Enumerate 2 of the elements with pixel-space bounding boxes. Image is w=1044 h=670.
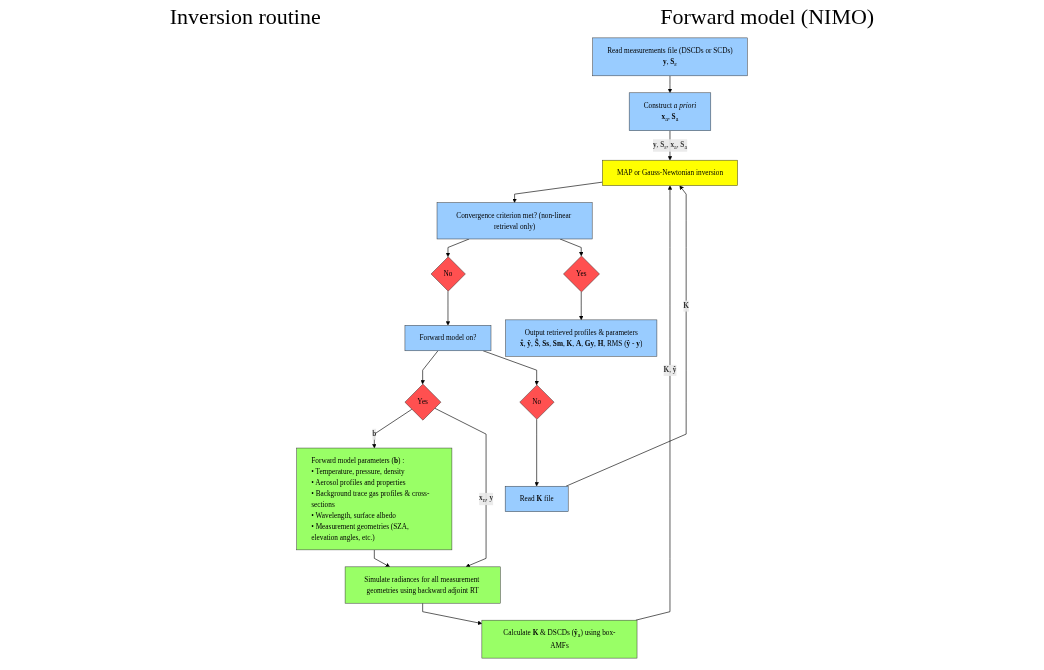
column-heading: Inversion routine (169, 4, 321, 30)
column-heading: Forward model (NIMO) (660, 4, 875, 30)
